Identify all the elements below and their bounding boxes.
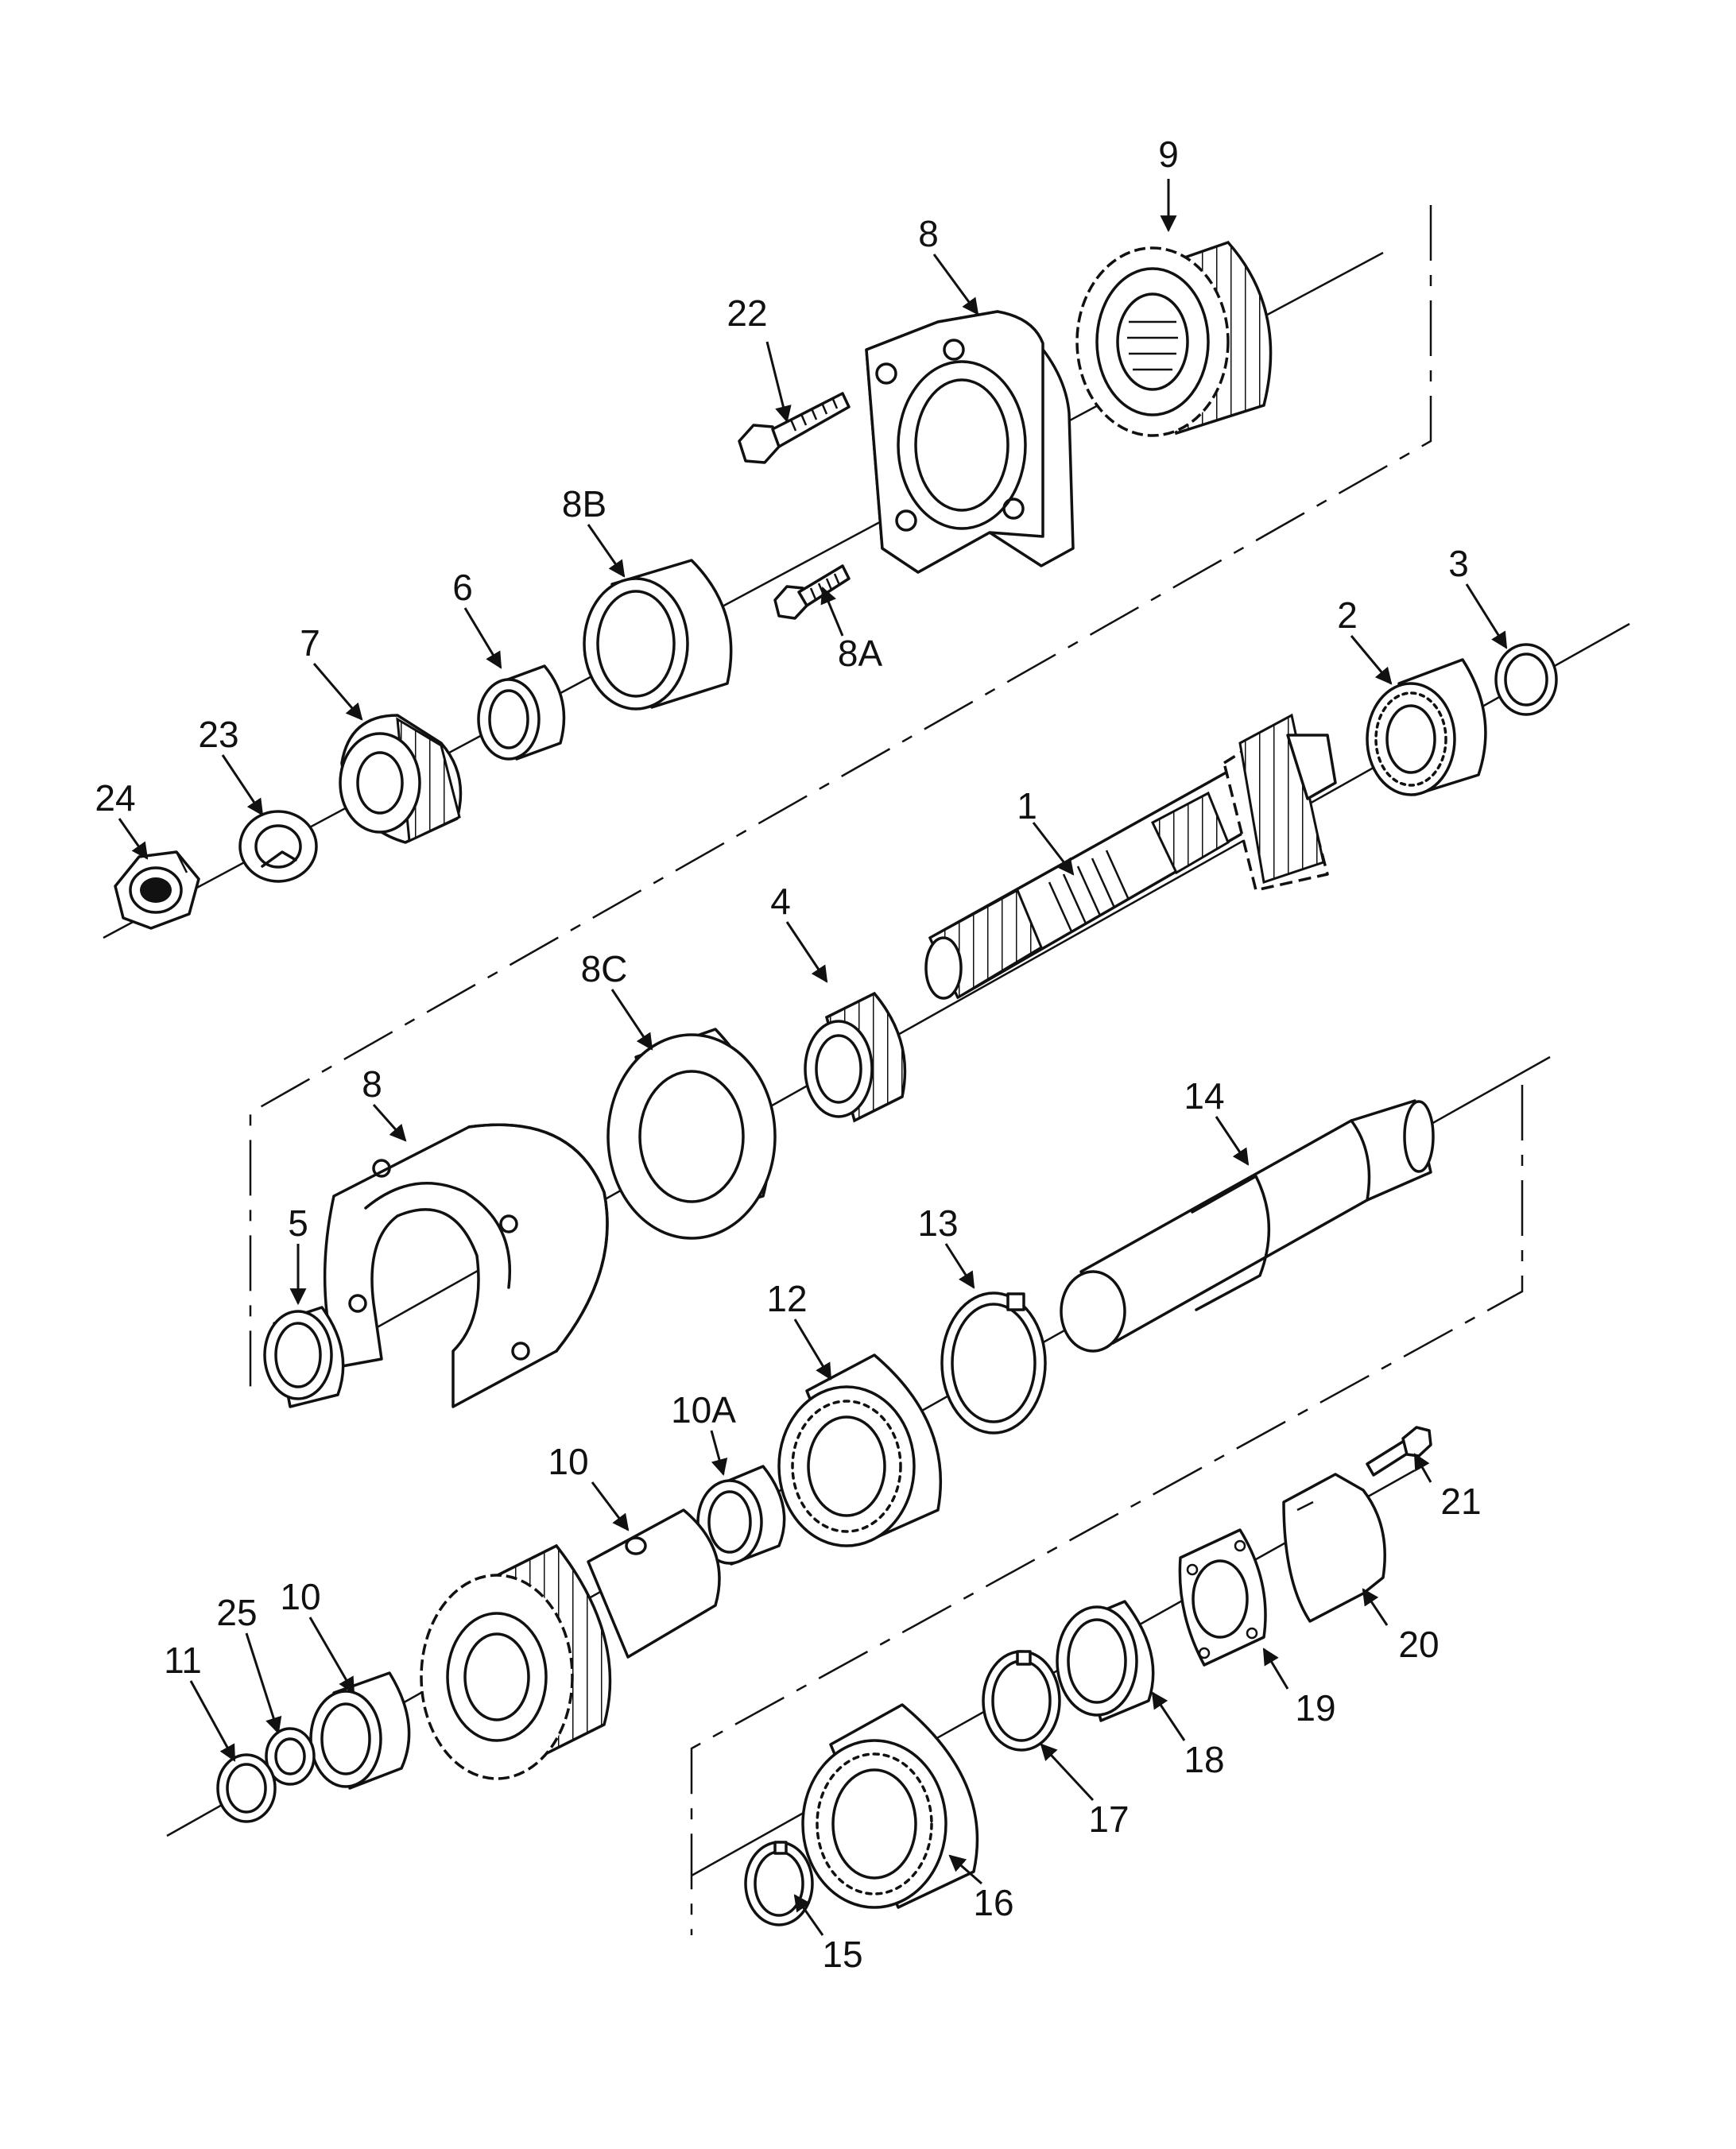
- part-8B-bearing-cup: [583, 559, 733, 711]
- callout-13: 13: [917, 1202, 958, 1244]
- part-8-housing: [323, 1123, 609, 1408]
- callout-22: 22: [727, 292, 767, 334]
- part-24-hex-nut: [114, 850, 200, 930]
- part-9-spur-gear: [1075, 240, 1273, 437]
- callout-labels: 1 2 3 4 5 6 7 8 8 8A 8B 8C 9 10 10 10A 1…: [95, 134, 1481, 1975]
- callout-17: 17: [1088, 1799, 1129, 1840]
- part-8A-cap-screw: [773, 564, 851, 620]
- part-6-bearing-cup: [477, 664, 566, 761]
- callout-8C: 8C: [581, 948, 628, 989]
- callout-8A: 8A: [838, 633, 883, 674]
- part-16-ball-bearing: [801, 1703, 979, 1909]
- part-4-bearing-cone: [804, 991, 907, 1123]
- part-23-lock-washer: [238, 810, 318, 883]
- callout-5: 5: [288, 1202, 308, 1244]
- callout-18: 18: [1184, 1739, 1224, 1780]
- callout-25: 25: [216, 1592, 257, 1633]
- part-2-ball-bearing: [1366, 658, 1487, 796]
- part-15-snap-ring: [744, 1841, 814, 1926]
- callout-12: 12: [766, 1278, 807, 1319]
- callout-8-top: 8: [918, 213, 939, 254]
- part-22-cap-screw: [738, 392, 851, 464]
- part-19-gasket: [1178, 1528, 1267, 1667]
- callout-10A: 10A: [671, 1389, 736, 1431]
- part-10-bushing: [309, 1671, 411, 1790]
- callout-4: 4: [770, 881, 791, 922]
- callout-7: 7: [300, 622, 320, 664]
- callout-15: 15: [822, 1934, 862, 1975]
- part-3-snap-ring: [1494, 643, 1558, 716]
- callout-10-shaft: 10: [548, 1441, 588, 1482]
- callout-2: 2: [1337, 594, 1358, 636]
- phantom-group-lines: [249, 205, 1524, 1935]
- part-11-snap-ring: [216, 1753, 277, 1823]
- callout-24: 24: [95, 777, 135, 819]
- callout-11: 11: [164, 1640, 202, 1681]
- callout-9: 9: [1158, 134, 1179, 175]
- callout-20: 20: [1398, 1624, 1439, 1665]
- callout-16: 16: [973, 1882, 1013, 1923]
- part-17-snap-ring: [982, 1650, 1061, 1752]
- callout-3: 3: [1448, 543, 1469, 584]
- part-10-gear-hub: [420, 1508, 721, 1780]
- part-10A-spacer: [696, 1465, 786, 1566]
- callout-19: 19: [1295, 1687, 1335, 1729]
- part-13-snap-ring: [940, 1291, 1047, 1435]
- part-14-shaft: [1060, 1099, 1435, 1353]
- callout-23: 23: [198, 714, 238, 755]
- callout-6: 6: [452, 567, 473, 608]
- part-7-bearing-cone: [339, 714, 463, 844]
- part-25-washer: [265, 1727, 316, 1786]
- callout-8B: 8B: [562, 483, 606, 525]
- callout-10-bushing: 10: [280, 1576, 320, 1617]
- callout-21: 21: [1440, 1481, 1481, 1522]
- callout-8-bottom: 8: [362, 1063, 382, 1105]
- callout-14: 14: [1184, 1075, 1224, 1117]
- part-1-bevel-pinion-shaft: [924, 713, 1337, 1000]
- part-5-bushing: [263, 1306, 345, 1408]
- part-18-seal: [1056, 1600, 1155, 1722]
- leader-lines: [118, 179, 1508, 1936]
- part-21-screw: [1366, 1426, 1432, 1477]
- part-12-ball-bearing: [777, 1353, 943, 1547]
- part-8-bearing-retainer-plate: [865, 310, 1075, 574]
- part-8C-bearing-cup: [606, 1028, 777, 1240]
- callout-1: 1: [1017, 785, 1037, 827]
